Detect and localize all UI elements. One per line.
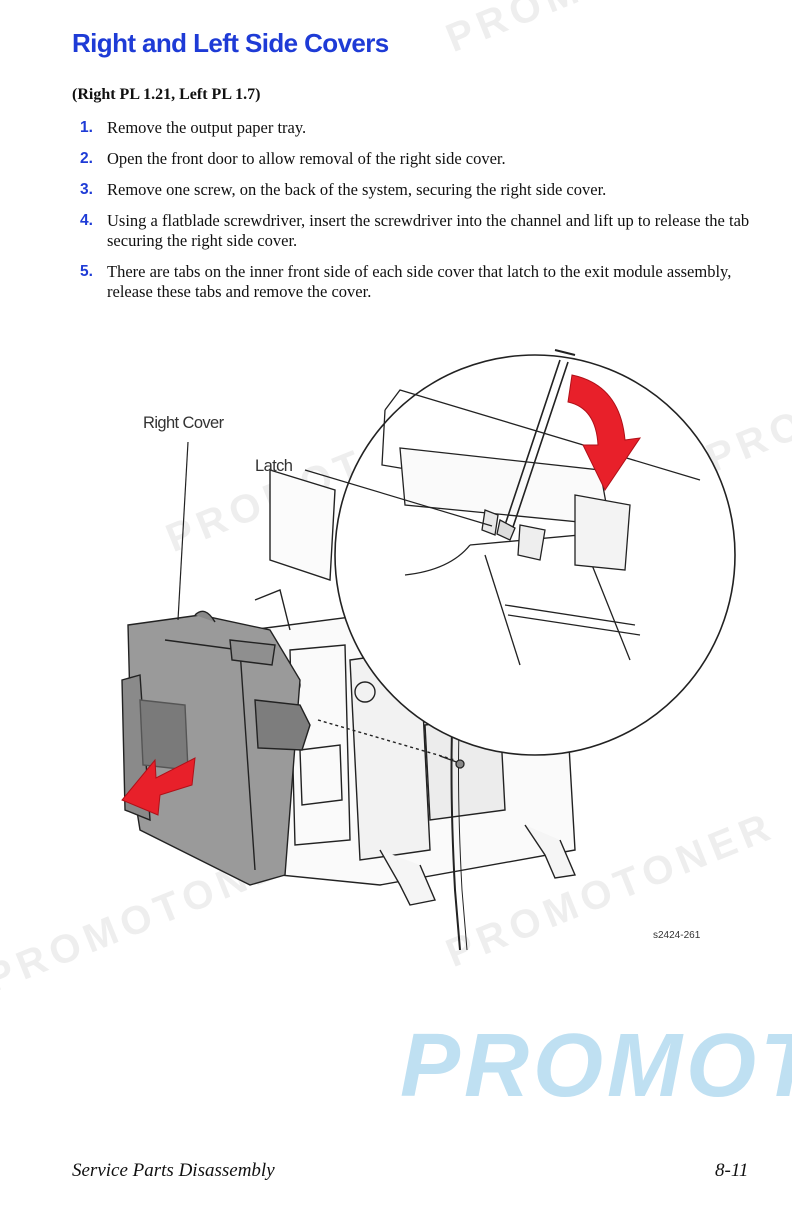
right-cover-label: Right Cover	[143, 414, 224, 432]
watermark-text: PROMOTONER	[440, 0, 782, 62]
printer-illustration	[121, 349, 736, 951]
procedure-step: 1. Remove the output paper tray.	[80, 118, 760, 138]
step-number: 3.	[80, 181, 93, 198]
step-number: 4.	[80, 212, 93, 229]
parts-list-reference: (Right PL 1.21, Left PL 1.7)	[72, 86, 261, 103]
latch-detail-magnifier	[334, 349, 736, 756]
step-text: Remove the output paper tray.	[107, 118, 307, 137]
lift-direction-arrow	[567, 374, 642, 491]
leader-line-right-cover	[177, 441, 189, 621]
step-number: 1.	[80, 119, 93, 136]
step-number: 5.	[80, 263, 93, 280]
procedure-step: 4. Using a flatblade screwdriver, insert…	[80, 211, 760, 251]
procedure-step: 5. There are tabs on the inner front sid…	[80, 262, 760, 302]
procedure-step: 2. Open the front door to allow removal …	[80, 149, 760, 169]
latch-label: Latch	[255, 457, 293, 475]
step-text: Open the front door to allow removal of …	[107, 149, 506, 168]
watermark-logo: PROMOT	[400, 1016, 792, 1116]
page-number: 8-11	[715, 1160, 749, 1181]
procedure-steps: 1. Remove the output paper tray. 2. Open…	[80, 118, 760, 313]
step-text: There are tabs on the inner front side o…	[107, 262, 732, 301]
step-text: Using a flatblade screwdriver, insert th…	[107, 211, 750, 250]
procedure-step: 3. Remove one screw, on the back of the …	[80, 180, 760, 200]
screwdriver	[504, 359, 569, 528]
figure-id: s2424-261	[653, 930, 701, 941]
screw	[439, 755, 465, 769]
leader-line-latch	[304, 469, 493, 527]
printer-foot	[524, 824, 577, 879]
cover-removal-illustration: Right Cover Latch s2424-261	[0, 330, 792, 951]
printer-foot	[379, 849, 436, 906]
footer-section: Service Parts Disassembly	[72, 1160, 275, 1181]
step-text: Remove one screw, on the back of the sys…	[107, 180, 607, 199]
step-number: 2.	[80, 150, 93, 167]
right-side-cover	[121, 610, 311, 886]
gear-detail	[354, 681, 376, 703]
page-title: Right and Left Side Covers	[72, 28, 389, 58]
removal-direction-arrow	[121, 757, 196, 816]
